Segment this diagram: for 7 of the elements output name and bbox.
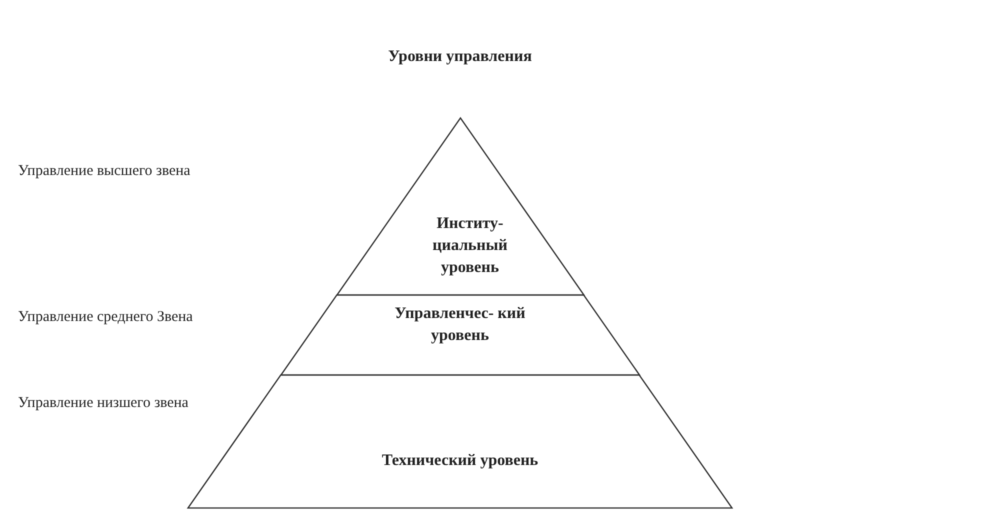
level-label: Управление высшего звена [18,162,192,181]
level-label: Управление среднего Звена [18,308,194,327]
level-label: Управление низшего звена [18,394,190,413]
tier-label: Управленчес- кий уровень [394,304,526,346]
tier-label: Технический уровень [380,451,540,471]
diagram-title: Уровни управления [387,48,533,66]
tier-label: Институ- циальный уровень [432,214,508,278]
